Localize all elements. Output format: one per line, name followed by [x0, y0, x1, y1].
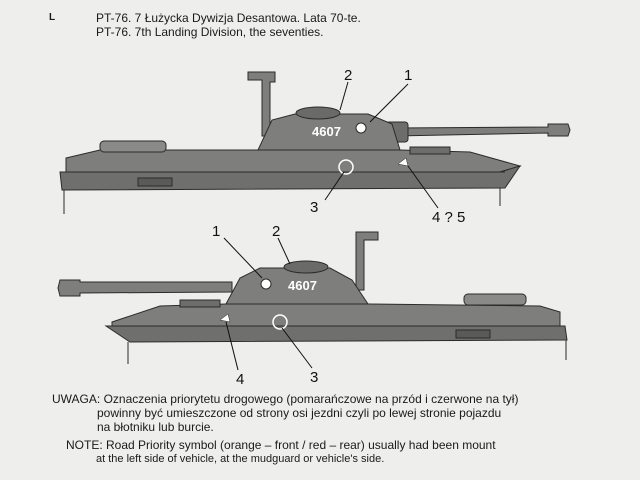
stowage-box-bottom: [179, 299, 221, 308]
insignia-cross-bottom: [260, 278, 272, 290]
callout-2-top: 2: [344, 67, 352, 84]
note-polish-first-line: UWAGA: Oznaczenia priorytetu drogowego (…: [52, 392, 518, 406]
note-polish-label: UWAGA:: [52, 392, 101, 406]
title-english: PT-76. 7th Landing Division, the seventi…: [96, 25, 324, 39]
callout-3-bottom: 3: [310, 369, 318, 386]
callout-1-bottom: 1: [212, 223, 220, 240]
road-priority-circle-top: [338, 159, 354, 175]
registration-number-bottom: 4607: [288, 278, 317, 293]
callout-4-bottom: 4: [236, 371, 244, 388]
note-english-first-line: NOTE: Road Priority symbol (orange – fro…: [66, 438, 496, 452]
stowage-box-top: [409, 146, 451, 155]
snorkel-pipe-top: [247, 71, 276, 137]
leader-1-bottom: [223, 237, 263, 279]
hull-upper-top: [65, 149, 522, 173]
hull-upper-bottom: [111, 303, 561, 327]
road-priority-circle-bottom: [272, 314, 288, 330]
insignia-cross-top: [355, 122, 367, 134]
callout-2-bottom: 2: [272, 223, 280, 240]
fuel-tank-bottom: [463, 293, 527, 306]
hull-lower-bottom: [104, 325, 568, 343]
fuel-tank-top: [99, 140, 167, 153]
note-polish-line-3: na błotniku lub burcie.: [97, 420, 214, 434]
note-polish-line-2: powinny być umieszczone od strony osi je…: [97, 406, 502, 420]
tank-side-view-right: 4607 2 1 3 4 ? 5: [59, 67, 571, 226]
commander-hatch-bottom: [283, 260, 329, 274]
registration-number-top: 4607: [312, 124, 341, 139]
road-priority-triangle-bottom: [219, 313, 231, 323]
leader-2-bottom: [277, 237, 291, 265]
note-polish-line-1: Oznaczenia priorytetu drogowego (pomarań…: [103, 392, 519, 406]
leader-3-bottom: [281, 327, 313, 369]
callout-3-top: 3: [310, 199, 318, 216]
leader-1-top: [369, 83, 409, 123]
hull-vent-top: [137, 177, 173, 187]
leader-4-bottom: [225, 321, 239, 371]
hull-vent-bottom: [455, 329, 491, 339]
snorkel-pipe-bottom: [355, 231, 379, 291]
gun-barrel-bottom: [57, 279, 233, 297]
note-english-line-1: Road Priority symbol (orange – front / r…: [106, 438, 496, 452]
road-priority-triangle-top: [397, 157, 409, 167]
leader-4-top: [407, 165, 439, 209]
leader-3-top: [324, 171, 345, 201]
title-polish: PT-76. 7 Łużycka Dywizja Desantowa. Lata…: [96, 11, 361, 25]
commander-hatch-top: [295, 106, 341, 120]
note-english-label: NOTE:: [66, 438, 103, 452]
note-english-line-2: at the left side of vehicle, at the mudg…: [96, 453, 385, 465]
leader-2-top: [339, 81, 349, 111]
callout-1-top: 1: [404, 67, 412, 84]
callout-4-5-top: 4 ? 5: [432, 209, 465, 226]
page-corner-mark: L: [49, 12, 56, 23]
gun-barrel-top: [394, 123, 571, 137]
tank-side-view-left: 4607 1 2 4 3: [57, 223, 568, 388]
